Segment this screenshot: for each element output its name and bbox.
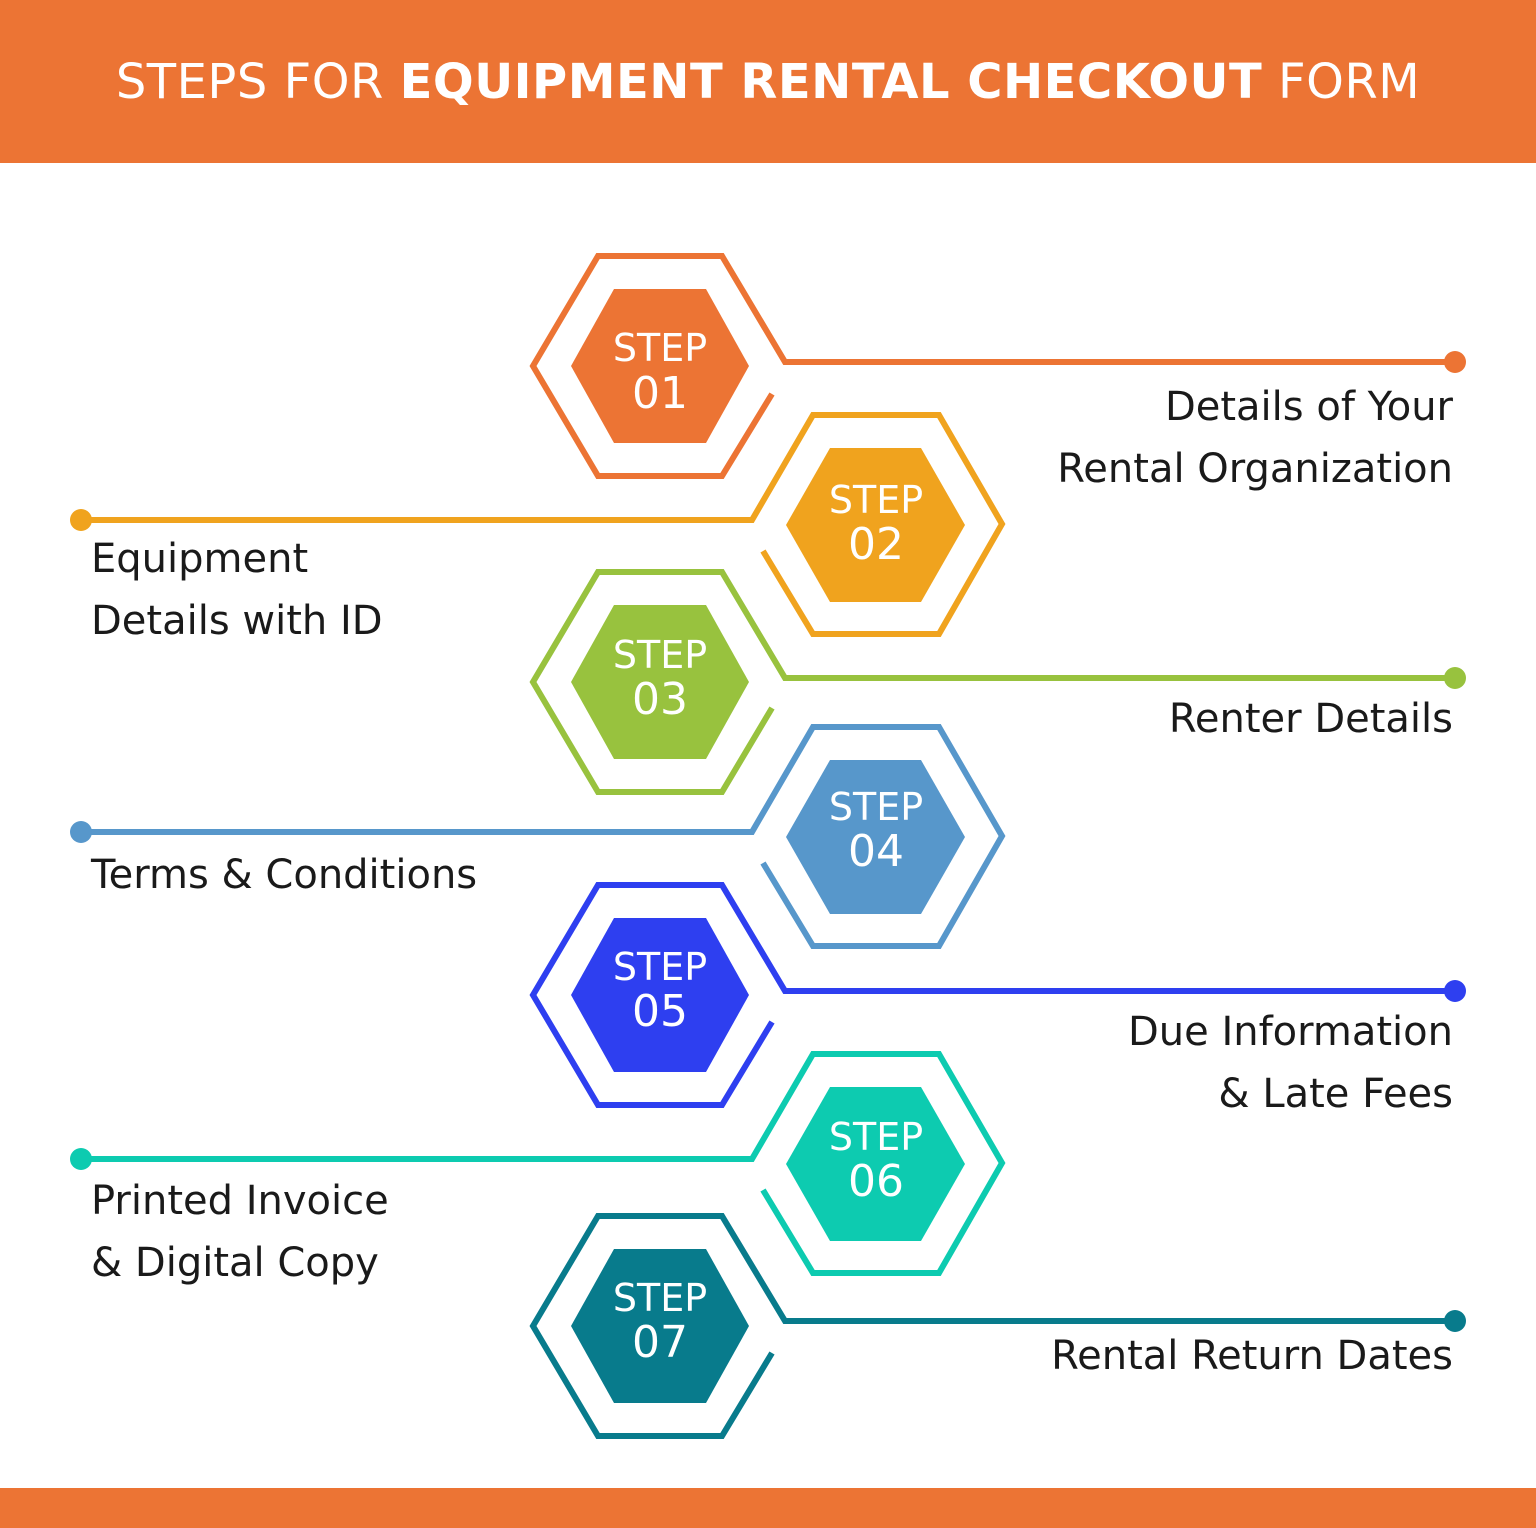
step-06-hexagon — [786, 1087, 965, 1241]
step-01-dot — [1444, 351, 1466, 373]
step-07-label: STEP — [613, 1276, 707, 1320]
page-title: STEPS FOR EQUIPMENT RENTAL CHECKOUT FORM — [115, 53, 1421, 110]
step-03-number: 03 — [632, 674, 688, 725]
step-01-title: Details of Your Rental Organization — [1057, 384, 1453, 492]
step-07-title: Rental Return Dates — [1051, 1333, 1453, 1379]
step-04-title: Terms & Conditions — [91, 852, 478, 898]
step-07-hexagon — [571, 1249, 749, 1403]
step-05-number: 05 — [632, 986, 688, 1037]
step-05-title: Due Information & Late Fees — [1127, 1009, 1453, 1117]
step-04-dot — [70, 821, 92, 843]
step-06-title: Printed Invoice & Digital Copy — [91, 1178, 389, 1286]
step-05-hexagon — [571, 918, 749, 1072]
step-02-dot — [70, 509, 92, 531]
step-02-hexagon — [786, 448, 965, 602]
step-01-hexagon — [571, 289, 749, 443]
step-06-graphic: STEP 06 — [70, 1051, 1006, 1276]
step-06-dot — [70, 1148, 92, 1170]
header-banner: STEPS FOR EQUIPMENT RENTAL CHECKOUT FORM — [0, 0, 1536, 163]
step-02-label: STEP — [829, 478, 923, 522]
step-05-label: STEP — [613, 945, 707, 989]
step-07-number: 07 — [632, 1317, 688, 1368]
step-04-hexagon — [786, 760, 965, 914]
step-05-dot — [1444, 980, 1466, 1002]
step-03-hexagon — [571, 605, 749, 759]
footer-bar — [0, 1488, 1536, 1528]
step-06-label: STEP — [829, 1115, 923, 1159]
step-03-label: STEP — [613, 633, 707, 677]
step-05-graphic: STEP 05 — [529, 882, 1466, 1108]
step-02-graphic: STEP 02 — [70, 412, 1006, 637]
step-04-graphic: STEP 04 — [70, 724, 1006, 949]
step-01-graphic: STEP 01 — [529, 253, 1466, 479]
step-02-title: Equipment Details with ID — [91, 536, 383, 644]
step-03-graphic: STEP 03 — [529, 569, 1466, 795]
step-03-title: Renter Details — [1168, 696, 1453, 742]
step-04-label: STEP — [829, 785, 923, 829]
step-01-label: STEP — [613, 326, 707, 370]
step-04-number: 04 — [848, 826, 904, 877]
step-03-dot — [1444, 667, 1466, 689]
step-06-number: 06 — [848, 1156, 904, 1207]
step-01-number: 01 — [632, 368, 688, 419]
step-02-number: 02 — [848, 519, 904, 570]
step-07-graphic: STEP 07 — [529, 1213, 1466, 1439]
step-07-dot — [1444, 1310, 1466, 1332]
